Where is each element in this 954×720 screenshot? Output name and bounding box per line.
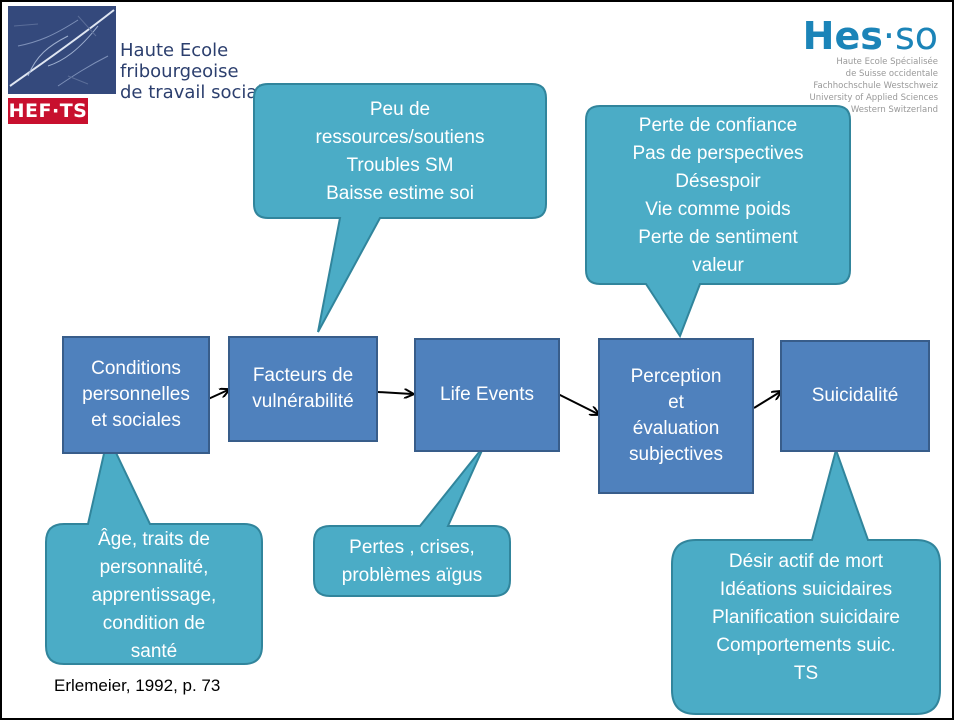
hesso-brand-main: Hes [802, 14, 883, 58]
callout-age-text: Âge, traits de personnalité, apprentissa… [91, 529, 217, 662]
box-perception-label: Perception et évaluation subjectives [629, 366, 723, 465]
school-name-line: Haute Ecole [120, 40, 229, 61]
hesso-line: Haute Ecole Spécialisée [836, 57, 938, 67]
callout-pertes-shape [313, 445, 511, 597]
arrow-lifeevents-perception [557, 393, 598, 414]
school-name: Haute Ecole fribourgeoise de travail soc… [120, 40, 262, 103]
callout-desir-shape [671, 446, 941, 715]
hesso-line: Western Switzerland [850, 105, 938, 115]
box-facteurs-label: Facteurs de vulnérabilité [252, 365, 354, 412]
callout-ressources-shape [253, 83, 547, 333]
hesso-logo: Hes·so Haute Ecole Spécialisée de Suisse… [762, 16, 938, 156]
school-name-line: fribourgeoise [120, 61, 239, 82]
hesso-line: de Suisse occidentale [845, 69, 938, 79]
box-suicidalite: Suicidalité [780, 340, 930, 452]
hesso-line: University of Applied Sciences [809, 93, 938, 103]
hesso-wordmark: Hes·so [762, 16, 938, 56]
box-life-events: Life Events [414, 338, 560, 452]
callout-confiance-text: Perte de confiance Pas de perspectives D… [632, 115, 804, 276]
box-suicidalite-label: Suicidalité [811, 385, 899, 406]
callout-desir-text: Désir actif de mort Idéations suicidaire… [712, 551, 900, 684]
box-life-events-label: Life Events [440, 384, 534, 405]
school-name-line: de travail social [120, 82, 263, 103]
callout-age-shape [45, 432, 263, 665]
hesso-brand-suffix: ·so [882, 14, 938, 58]
callout-ressources-text: Peu de ressources/soutiens Troubles SM B… [315, 99, 485, 204]
arrow-facteurs-lifeevents [377, 392, 412, 394]
hesso-line: Fachhochschule Westschweiz [813, 81, 938, 91]
leaf-logo-icon [8, 6, 116, 94]
box-conditions-label: Conditions personnelles et sociales [82, 358, 190, 431]
citation: Erlemeier, 1992, p. 73 [54, 676, 221, 695]
hefts-logo: HEF·TS Haute Ecole fribourgeoise de trav… [8, 6, 262, 136]
box-perception: Perception et évaluation subjectives [598, 338, 754, 494]
hefts-badge: HEF·TS [8, 98, 88, 124]
box-facteurs: Facteurs de vulnérabilité [228, 336, 378, 442]
arrow-perception-suicidalite [753, 392, 780, 409]
callout-confiance-shape [585, 105, 851, 339]
box-conditions: Conditions personnelles et sociales [62, 336, 210, 454]
callout-pertes-text: Pertes , crises, problèmes aïgus [341, 537, 483, 586]
